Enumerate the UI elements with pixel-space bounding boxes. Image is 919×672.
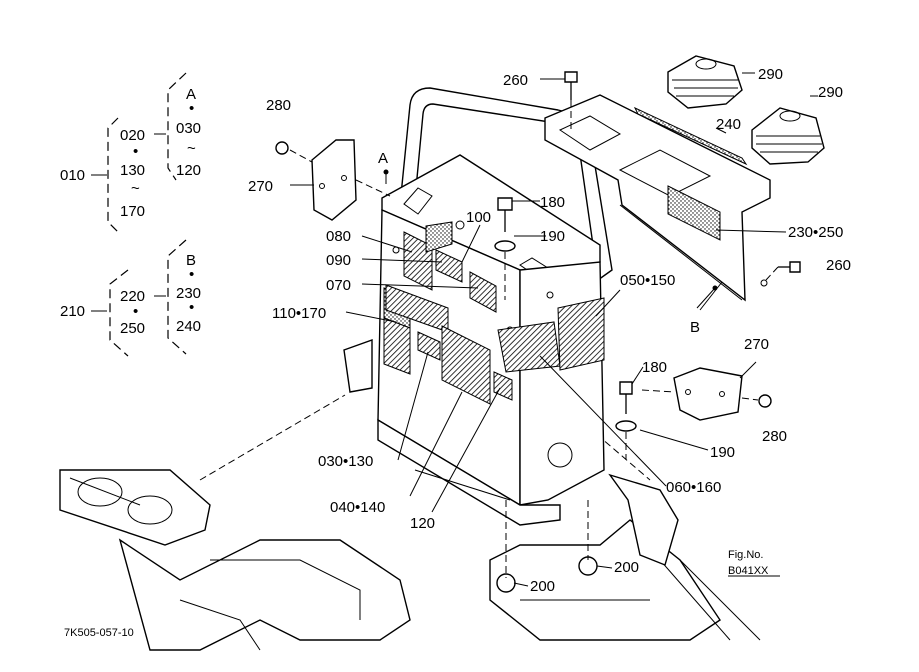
callout-260-top: 260 (503, 72, 528, 89)
legend-root-010: 010 (60, 167, 85, 184)
svg-text:~: ~ (131, 180, 140, 197)
callout-200-right: 200 (614, 559, 639, 576)
legend-item-170: 170 (120, 203, 145, 220)
svg-text:•: • (133, 303, 138, 320)
nut-200-left (496, 573, 516, 593)
svg-text:•: • (133, 143, 138, 160)
strip-240 (633, 106, 748, 166)
bracket-270-right (673, 367, 743, 421)
callout-270-right: 270 (744, 336, 769, 353)
washer-190-top (494, 240, 516, 252)
assembly-lines (289, 100, 779, 578)
callout-070: 070 (326, 277, 351, 294)
fig-no-value: B041XX (728, 565, 769, 577)
legend-010: 010 020 • 130 ~ 170 A • 030 ~ 120 (60, 72, 201, 233)
callout-050-150: 050•150 (620, 272, 675, 289)
callout-090: 090 (326, 252, 351, 269)
fasteners (275, 71, 801, 593)
legend-branch-230: 230 (176, 285, 201, 302)
legend-branch-120: 120 (176, 162, 201, 179)
callout-030-130: 030•130 (318, 453, 373, 470)
decal-120 (493, 371, 513, 401)
decals (383, 221, 605, 405)
boot-290-b (751, 107, 825, 165)
bolt-260-right (778, 261, 801, 273)
cap-280-right (758, 394, 772, 408)
callout-240: 240 (716, 116, 741, 133)
washer-190-mid (615, 420, 637, 432)
callout-290-b: 290 (818, 84, 843, 101)
svg-text:•: • (189, 100, 194, 117)
legend-item-250: 250 (120, 320, 145, 337)
callout-060-160: 060•160 (666, 479, 721, 496)
decal-070 (469, 271, 497, 313)
legend-item-130: 130 (120, 162, 145, 179)
decal-030-130 (417, 331, 441, 361)
callout-110-170: 110•170 (272, 305, 326, 322)
legend-branch-240: 240 (176, 318, 201, 335)
callout-200-left: 200 (530, 578, 555, 595)
legend-branch-030: 030 (176, 120, 201, 137)
decal-110-170 (383, 317, 411, 375)
svg-text:~: ~ (187, 140, 196, 157)
callout-190-top: 190 (540, 228, 565, 245)
callout-230-250: 230•250 (788, 224, 843, 241)
bolt-180-top (497, 197, 513, 232)
decal-230-250 (667, 185, 721, 241)
boot-290-a (667, 55, 743, 109)
figure-number: Fig.No. B041XX (728, 549, 769, 577)
callout-040-140: 040•140 (330, 499, 385, 516)
svg-text:•: • (189, 299, 194, 316)
callout-080: 080 (326, 228, 351, 245)
decal-050-150 (557, 297, 605, 371)
cap-280-left (275, 141, 289, 155)
bolt-180-mid (619, 381, 633, 414)
top-cover (544, 94, 771, 302)
callout-100: 100 (466, 209, 491, 226)
decal-060-160 (497, 321, 561, 373)
bolt-260-top (564, 71, 578, 100)
legend-210: 210 220 • 250 B • 230 • 240 (60, 239, 201, 357)
callout-180-top: 180 (540, 194, 565, 211)
decal-090 (435, 249, 463, 283)
callout-280-top: 280 (266, 97, 291, 114)
machine-frame (59, 339, 761, 651)
fig-no-label: Fig.No. (728, 549, 763, 561)
legend-branch-B: B (186, 252, 196, 269)
legend-item-020: 020 (120, 127, 145, 144)
callout-A: A (378, 150, 388, 167)
callout-280-right: 280 (762, 428, 787, 445)
callout-labels: 280 270 A 100 180 190 080 090 070 110•17… (248, 66, 851, 595)
callout-270-left: 270 (248, 178, 273, 195)
drawing-code: 7K505-057-10 (64, 627, 134, 639)
callout-B: B (690, 319, 700, 336)
bracket-270-left (311, 139, 357, 221)
svg-text:•: • (189, 266, 194, 283)
legend-item-220: 220 (120, 288, 145, 305)
legend-root-210: 210 (60, 303, 85, 320)
legend-branch-A: A (186, 86, 196, 103)
callout-120: 120 (410, 515, 435, 532)
callout-190-mid: 190 (710, 444, 735, 461)
decal-040-140 (441, 325, 491, 405)
callout-290-a: 290 (758, 66, 783, 83)
leader-lines (290, 72, 818, 587)
callout-260-right: 260 (826, 257, 851, 274)
callout-180-mid: 180 (642, 359, 667, 376)
